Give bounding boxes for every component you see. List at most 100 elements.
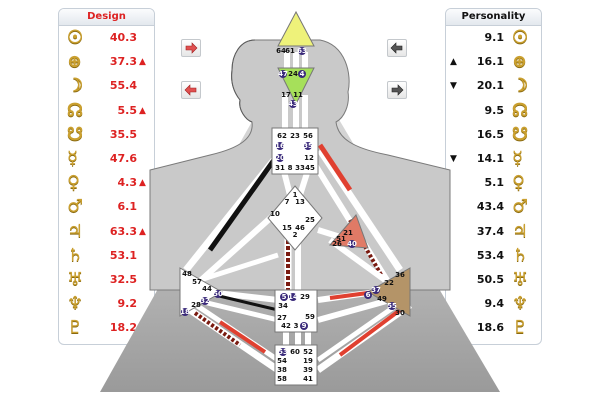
personality-next-arrow-button[interactable] [387, 81, 407, 99]
personality-value: 16.5 [476, 127, 504, 141]
gate-61-label: 61 [285, 47, 295, 55]
gate-41-label: 41 [303, 375, 313, 383]
design-row-mars: ♂6.1 [59, 195, 154, 219]
personality-row-sun: ☉9.1 [446, 26, 541, 50]
gate-53-label: 53 [278, 348, 288, 356]
design-value: 9.2 [117, 297, 138, 311]
design-row-neptune: ♆ 9.2 [59, 292, 154, 316]
gate-62-label: 62 [277, 132, 287, 140]
uranus-icon: ♅ [67, 268, 84, 290]
gate-38-label: 38 [277, 366, 287, 374]
gate-30-label: 30 [395, 309, 405, 317]
gate-33-label: 33 [295, 164, 305, 172]
gate-55-label: 55 [387, 302, 397, 310]
solar-plexus-center [366, 267, 411, 317]
personality-value: 53.4 [476, 248, 504, 262]
gate-12-label: 12 [304, 154, 314, 162]
gate-39-label: 39 [303, 366, 313, 374]
personality-panel: Personality ☉9.1⊕16.1▲☽20.1▼☊9.5☋16.5☿14… [445, 8, 542, 345]
earth-icon: ⊕ [512, 51, 528, 73]
gate-47-label: 47 [278, 70, 288, 78]
arrow-left-icon [390, 42, 403, 54]
personality-rows: ☉9.1⊕16.1▲☽20.1▼☊9.5☋16.5☿14.1▼♀5.1♂43.4… [446, 26, 541, 340]
personality-value: 9.5 [484, 103, 505, 117]
personality-row-earth: ⊕16.1▲ [446, 50, 541, 74]
design-value: 40.3 [109, 31, 137, 44]
neptune-icon: ♆ [67, 293, 84, 315]
gate-64-label: 64 [276, 47, 286, 55]
design-value: 4.3 [117, 176, 138, 190]
jupiter-icon: ♃ [512, 220, 529, 242]
exaltation-mark: ▲ [139, 105, 146, 116]
gate-6-label: 6 [366, 291, 371, 299]
design-row-uranus: ♅32.5 [59, 268, 154, 292]
design-value: 47.6 [109, 151, 137, 165]
mercury-icon: ☿ [512, 147, 524, 169]
personality-row-pluto: ♇18.6 [446, 316, 541, 340]
design-row-north-node: ☊5.5▲ [59, 99, 154, 123]
gate-21-label: 21 [343, 229, 353, 237]
jupiter-icon: ♃ [67, 220, 84, 242]
centers [179, 10, 411, 386]
earth-icon: ⊕ [67, 51, 83, 73]
south-node-icon: ☋ [512, 123, 528, 145]
gate-23-label: 23 [290, 132, 300, 140]
gate-18-label: 18 [180, 308, 190, 316]
exaltation-mark: ▼ [450, 81, 457, 92]
design-value: 37.3 [109, 55, 137, 69]
gate-14-label: 14 [288, 293, 298, 301]
personality-row-mars: ♂ 43.4 [446, 195, 541, 219]
personality-panel-title: Personality [446, 9, 541, 26]
gate-40-label: 40 [347, 240, 357, 248]
design-value: 6.1 [117, 200, 138, 214]
exaltation-mark: ▲ [139, 323, 146, 334]
gate-42-label: 42 [281, 322, 291, 330]
personality-row-venus: ♀5.1 [446, 171, 541, 195]
design-next-arrow-button[interactable] [181, 39, 201, 57]
gate-24-label: 24 [288, 70, 298, 78]
pluto-icon: ♇ [67, 317, 84, 339]
mars-icon: ♂ [512, 196, 529, 218]
gate-4-label: 4 [300, 70, 305, 78]
personality-prev-arrow-button[interactable] [387, 39, 407, 57]
saturn-icon: ♄ [512, 244, 529, 266]
personality-value: 18.6 [476, 321, 504, 335]
design-value: 35.5 [109, 127, 137, 141]
venus-icon: ♀ [67, 172, 81, 194]
gate-56-label: 56 [303, 132, 313, 140]
gate-3-label: 3 [294, 322, 299, 330]
gate-15-label: 15 [282, 224, 292, 232]
gate-45-label: 45 [305, 164, 315, 172]
sun-icon: ☉ [67, 27, 84, 48]
gate-37-label: 37 [371, 286, 381, 294]
gate-2-label: 2 [293, 231, 298, 239]
design-rows: ☉40.3⊕37.3▲☽55.4☊5.5▲☋35.5☿47.6♀4.3▲♂6.1… [59, 26, 154, 340]
moon-icon: ☽ [512, 75, 529, 97]
personality-value: 43.4 [476, 200, 504, 214]
gate-labels: 64 61 63 47 24 4 17 11 43 62 23 56 16 35… [180, 47, 405, 383]
design-panel-title: Design [59, 9, 154, 26]
gate-25-label: 25 [305, 216, 315, 224]
personality-row-mercury: ☿14.1▼ [446, 147, 541, 171]
gate-50-label: 50 [213, 290, 223, 298]
gate-44-label: 44 [202, 285, 212, 293]
gate-8-label: 8 [288, 164, 293, 172]
gate-19-label: 19 [303, 357, 313, 365]
exaltation-mark: ▲ [450, 57, 457, 68]
design-row-moon: ☽55.4 [59, 74, 154, 98]
gate-28-label: 28 [191, 301, 201, 309]
uranus-icon: ♅ [512, 268, 529, 290]
exaltation-mark: ▲ [139, 57, 146, 68]
root-center [274, 344, 318, 386]
design-row-jupiter: ♃63.3▲ [59, 220, 154, 244]
gate-27-label: 27 [277, 314, 287, 322]
gate-20-label: 20 [275, 154, 285, 162]
north-node-icon: ☊ [67, 99, 83, 121]
gate-36-label: 36 [395, 271, 405, 279]
g-center [267, 185, 323, 251]
arrow-right-icon [185, 42, 198, 54]
design-prev-arrow-button[interactable] [181, 81, 201, 99]
gate-11-label: 11 [293, 91, 303, 99]
gate-17-label: 17 [281, 91, 291, 99]
design-row-earth: ⊕ 37.3▲ [59, 50, 154, 74]
